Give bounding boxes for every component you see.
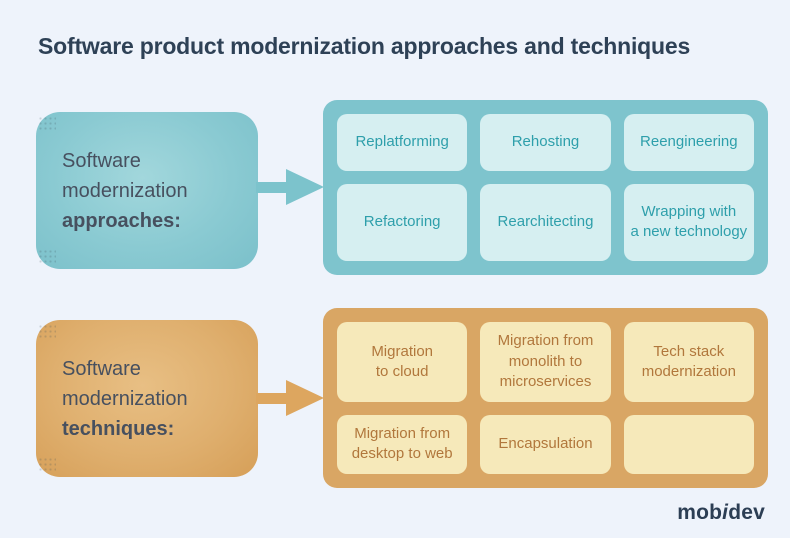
approaches-panel: Replatforming Rehosting Reengineering Re… [323,100,768,275]
arrow-head [286,380,324,416]
logo-prefix: mob [677,501,723,524]
mobidev-logo: mobidev [677,501,765,525]
arrow-shaft [256,393,291,404]
empty-cell [623,414,754,474]
page-title: Software product modernization approache… [38,33,691,59]
approach-card: Reengineering [623,114,754,171]
approach-card: Refactoring [337,183,468,261]
approach-card: Rearchitecting [480,183,611,261]
logo-suffix: dev [728,501,765,524]
techniques-arrow-icon [256,380,324,417]
approach-card: Wrapping with a new technology [623,183,754,261]
approaches-label-box: Software modernization approaches: [36,112,258,269]
techniques-label-box: Software modernization techniques: [36,320,258,477]
arrow-head [286,169,324,205]
technique-card: Migration from monolith to microservices [480,322,611,402]
technique-card: Migration to cloud [337,322,468,402]
approaches-label-line3: approaches: [62,209,181,232]
approach-card: Rehosting [480,114,611,171]
arrow-shaft [256,182,291,193]
approaches-label-line2: modernization [62,179,188,202]
technique-card: Encapsulation [480,414,611,474]
approaches-arrow-icon [256,169,324,206]
techniques-label-line3: techniques: [62,417,175,440]
techniques-panel: Migration to cloud Migration from monoli… [323,308,768,488]
technique-card: Migration from desktop to web [337,414,468,474]
approach-card: Replatforming [337,114,468,171]
approaches-label-line1: Software [62,149,141,172]
technique-card: Tech stack modernization [623,322,754,402]
techniques-label-line2: modernization [62,387,188,410]
techniques-label-line1: Software [62,357,141,380]
logo-italic-i: i [722,501,729,524]
